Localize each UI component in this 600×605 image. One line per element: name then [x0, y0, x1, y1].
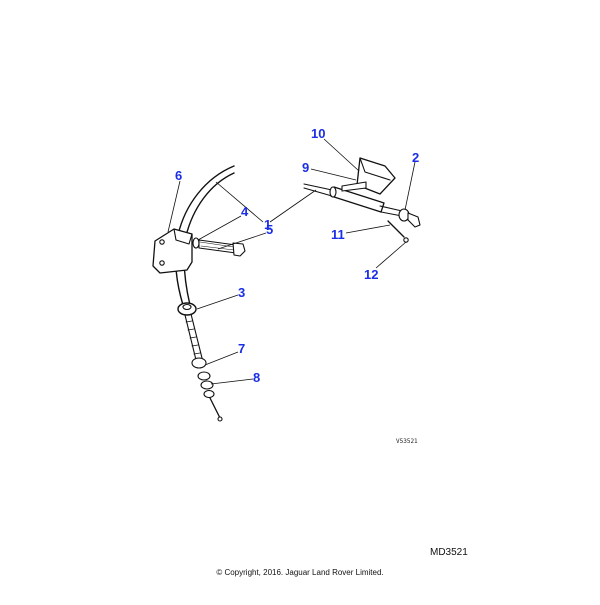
illustration-code: V53521	[396, 438, 418, 445]
callout-8: 8	[253, 370, 260, 385]
callout-labels: 10 9 2 6 4 5 1 11 12 3 7 8	[175, 126, 419, 385]
leader-1a	[215, 181, 264, 223]
nut-7	[191, 357, 207, 369]
leader-12	[375, 241, 407, 269]
callout-5: 5	[266, 222, 273, 237]
clevis-end-2	[407, 212, 421, 228]
bracket-hole-top	[159, 239, 165, 245]
callout-2: 2	[412, 150, 419, 165]
leader-11	[345, 224, 391, 234]
cable-drawing	[152, 157, 421, 422]
callout-12: 12	[364, 267, 378, 282]
washer-8a	[197, 371, 211, 381]
pin-9	[341, 181, 367, 192]
washer-8b	[200, 380, 214, 390]
bracket-10-fold	[359, 157, 391, 181]
leader-3	[196, 294, 239, 310]
leader-lines	[167, 138, 416, 385]
callout-7: 7	[238, 341, 245, 356]
leader-5	[217, 232, 267, 250]
bracket-hole-bottom	[159, 260, 165, 266]
callout-10: 10	[311, 126, 325, 141]
leader-2	[404, 161, 416, 211]
cable-end-wire	[209, 397, 221, 419]
bracket-6-fold	[173, 228, 193, 245]
bolt-5-head	[232, 242, 246, 257]
callout-6: 6	[175, 168, 182, 183]
adjuster-end-cap	[329, 186, 337, 198]
copyright-notice: © Copyright, 2016. Jaguar Land Rover Lim…	[216, 568, 384, 577]
lower-cable-thread	[185, 320, 201, 355]
leader-9	[310, 168, 357, 181]
grommet-3-hole	[182, 303, 192, 311]
callout-9: 9	[302, 160, 309, 175]
lower-cable-sleeve	[184, 313, 203, 361]
leader-10	[323, 138, 360, 172]
clevis-pin-11	[387, 220, 405, 238]
bracket-6	[152, 228, 193, 274]
leader-1b	[269, 189, 317, 223]
callout-1: 1	[264, 217, 271, 232]
leader-8	[210, 378, 254, 385]
split-pin-12	[403, 237, 409, 243]
leader-4	[197, 215, 242, 241]
callout-4: 4	[241, 204, 249, 219]
upper-cable-run	[303, 183, 333, 197]
end-nut	[203, 389, 215, 399]
reference-code: MD3521	[430, 547, 468, 558]
bolt-5-thread	[199, 241, 235, 251]
leader-6	[167, 180, 181, 233]
callout-3: 3	[238, 285, 245, 300]
callout-11: 11	[331, 227, 345, 242]
cable-end-tip	[217, 416, 223, 422]
leader-7	[204, 351, 239, 366]
